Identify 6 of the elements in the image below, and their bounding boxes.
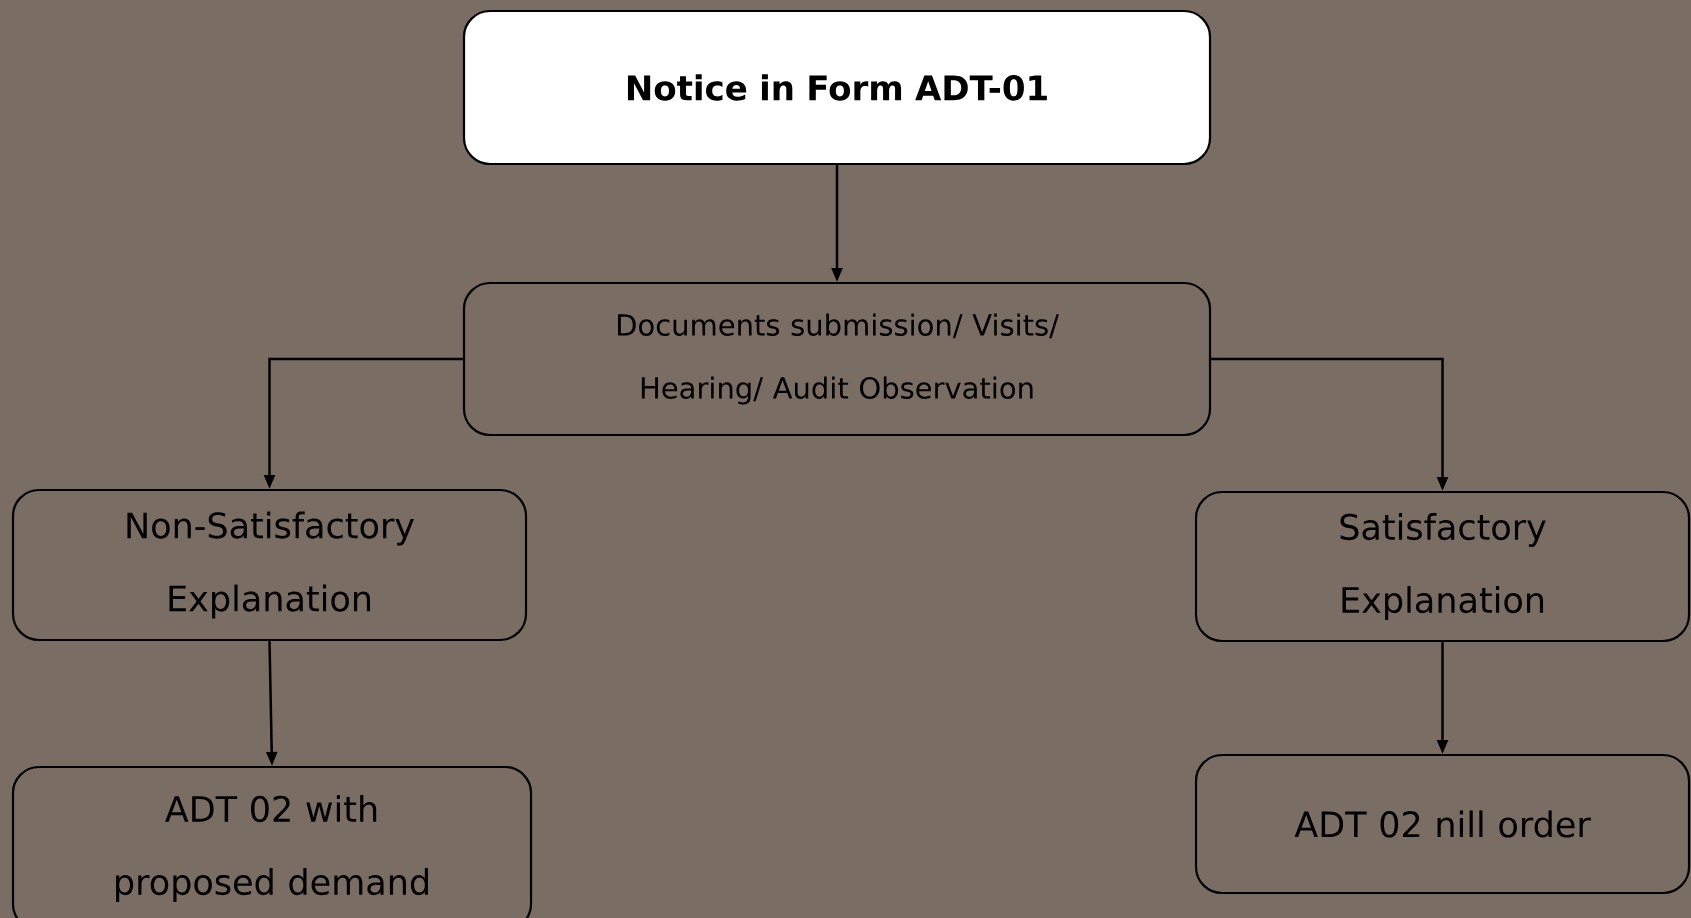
flow-box: Non-Satisfactory Explanation <box>11 488 528 642</box>
flow-box: Satisfactory Explanation <box>1194 490 1691 643</box>
flow-box: Notice in Form ADT-01 <box>462 9 1212 166</box>
flow-box: ADT 02 with proposed demand <box>11 765 533 918</box>
flow-box: Documents submission/ Visits/ Hearing/ Audit Observation <box>462 281 1212 437</box>
flow-box: ADT 02 nill order <box>1194 753 1691 895</box>
